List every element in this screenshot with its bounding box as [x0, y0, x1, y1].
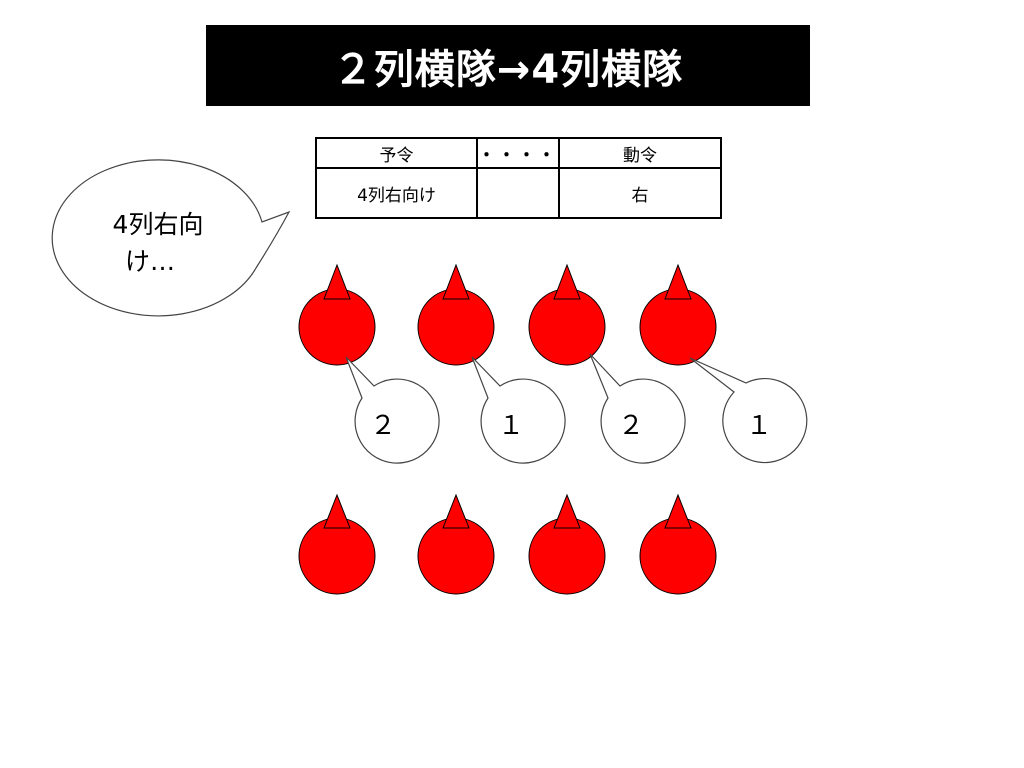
number-callout-4: １ [689, 357, 808, 464]
person-bottom-3 [528, 493, 606, 595]
speech-bubble-line1: 4列右向 [113, 210, 204, 239]
person-top-3 [528, 263, 606, 366]
person-top-1 [298, 263, 376, 366]
header-preparatory-command: 予令 [315, 137, 478, 169]
person-bottom-2 [417, 493, 495, 595]
person-top-4 [639, 263, 717, 366]
number-callout-2-label: １ [498, 411, 524, 441]
number-callout-3-label: ２ [618, 411, 644, 441]
header-execution-command: 動令 [558, 137, 722, 169]
person-bottom-1 [298, 493, 376, 595]
cell-preparatory-command: 4列右向け [315, 167, 478, 219]
cell-execution-command: 右 [558, 167, 722, 219]
command-table-row: 4列右向け 右 [315, 167, 722, 219]
number-callout-1: ２ [345, 356, 440, 464]
header-pause: ・・・・ [476, 137, 560, 169]
slide-title: ２列横隊→4列横隊 [206, 25, 810, 106]
number-callout-4-label: １ [746, 411, 772, 441]
cell-pause [476, 167, 560, 219]
number-callout-1-label: ２ [370, 411, 396, 441]
command-table-header-row: 予令 ・・・・ 動令 [315, 137, 722, 169]
number-callout-3: ２ [589, 353, 686, 464]
number-callout-2: １ [471, 356, 566, 464]
speech-bubble-line2: け… [125, 247, 175, 276]
command-table: 予令 ・・・・ 動令 4列右向け 右 [315, 137, 722, 219]
speech-bubble [51, 159, 291, 317]
person-top-2 [417, 263, 495, 366]
person-bottom-4 [639, 493, 717, 595]
